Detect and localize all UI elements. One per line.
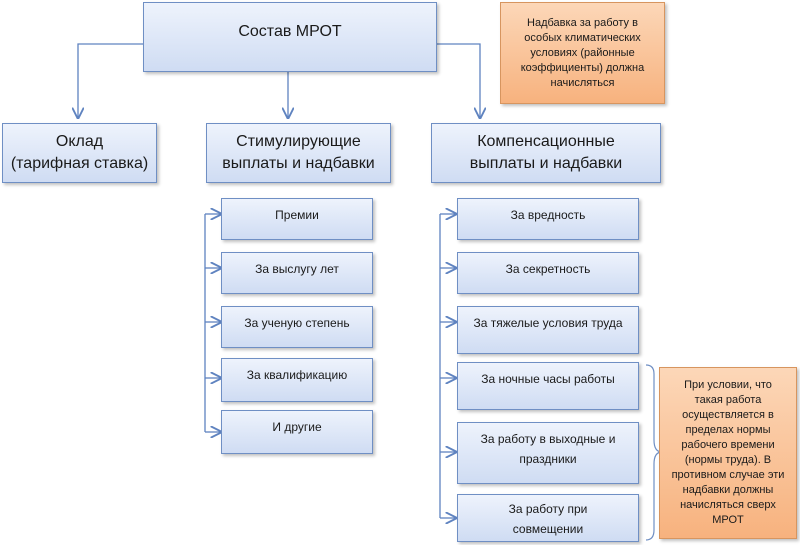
- compensation-item-label: За ночные часы работы: [481, 372, 615, 386]
- incentive-item-label: За выслугу лет: [255, 262, 339, 276]
- compensation-item-label: За вредность: [510, 208, 586, 222]
- compensation-label-line2: выплаты и надбавки: [469, 155, 623, 172]
- incentive-item-label: И другие: [272, 420, 322, 434]
- incentive-item: За выслугу лет: [221, 252, 373, 294]
- salary-label-line1: Оклад: [55, 133, 104, 150]
- incentive-item: И другие: [221, 410, 373, 454]
- incentive-label-line1: Стимулирующие: [236, 133, 361, 150]
- compensation-item: За вредность: [457, 198, 639, 240]
- compensation-box: Компенсационные выплаты и надбавки: [431, 123, 661, 183]
- salary-label-line2: (тарифная ставка): [10, 155, 149, 172]
- compensation-item: За тяжелые условия труда: [457, 306, 639, 354]
- climate-note-text: Надбавка за работу в особых климатически…: [520, 16, 645, 89]
- incentive-item: Премии: [221, 198, 373, 240]
- incentive-box: Стимулирующие выплаты и надбавки: [206, 123, 391, 183]
- root-label: Состав МРОТ: [238, 23, 342, 40]
- incentive-item: За квалификацию: [221, 358, 373, 402]
- compensation-label-line1: Компенсационные: [477, 133, 615, 150]
- compensation-item: За ночные часы работы: [457, 362, 639, 410]
- incentive-label-line2: выплаты и надбавки: [222, 155, 375, 172]
- compensation-item: За секретность: [457, 252, 639, 294]
- condition-note: При условии, что такая работа осуществля…: [659, 367, 797, 539]
- connector-root-compensation: [437, 43, 480, 118]
- incentive-item-label: Премии: [275, 208, 319, 222]
- compensation-item-label: За секретность: [505, 262, 591, 276]
- incentive-item: За ученую степень: [221, 306, 373, 348]
- incentive-item-label: За квалификацию: [246, 368, 348, 382]
- compensation-item-label: За тяжелые условия труда: [473, 316, 623, 330]
- compensation-item-label: За работу в выходные и праздники: [480, 432, 616, 466]
- root-box: Состав МРОТ: [143, 2, 437, 72]
- climate-note: Надбавка за работу в особых климатически…: [500, 2, 665, 104]
- incentive-item-label: За ученую степень: [244, 316, 350, 330]
- compensation-item: За работу в выходные и праздники: [457, 422, 639, 484]
- salary-box: Оклад (тарифная ставка): [2, 123, 157, 183]
- connector-root-salary: [78, 43, 143, 118]
- condition-note-text: При условии, что такая работа осуществля…: [671, 379, 785, 526]
- compensation-item: За работу при совмещении: [457, 494, 639, 542]
- compensation-item-label: За работу при совмещении: [508, 502, 588, 536]
